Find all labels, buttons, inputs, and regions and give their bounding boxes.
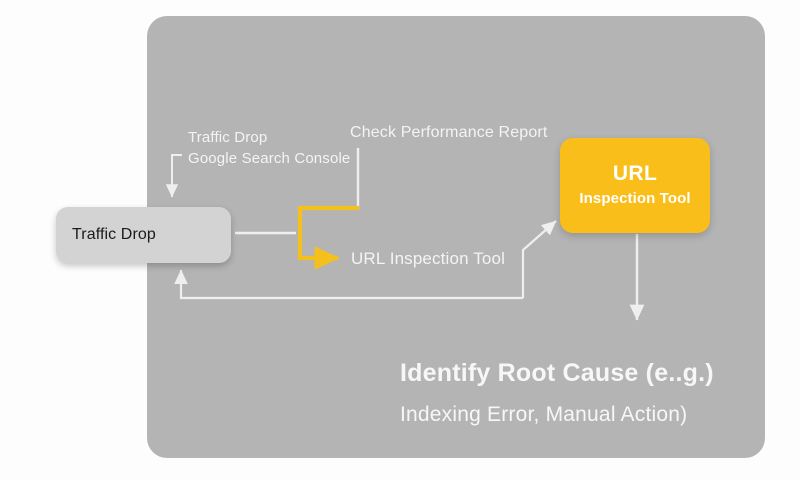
outcome-detail: Indexing Error, Manual Action) bbox=[400, 403, 688, 426]
outcome-title: Identify Root Cause (e..g.) bbox=[400, 359, 714, 387]
connector-traffic-drop-note bbox=[165, 154, 182, 198]
label-google-search-console: Google Search Console bbox=[188, 150, 351, 167]
label-url-inspection-tool-step: URL Inspection Tool bbox=[351, 249, 506, 268]
node-url-inspection-tool-subtitle: Inspection Tool bbox=[579, 190, 691, 208]
label-traffic-drop-note: Traffic Drop bbox=[188, 129, 268, 146]
node-traffic-drop-label: Traffic Drop bbox=[72, 226, 156, 243]
label-check-performance-report: Check Performance Report bbox=[350, 124, 548, 141]
connector-feedback-loop bbox=[174, 269, 523, 300]
node-traffic-drop[interactable]: Traffic Drop bbox=[56, 207, 231, 263]
node-url-inspection-tool-title: URL bbox=[612, 162, 658, 186]
node-url-inspection-tool[interactable]: URL Inspection Tool bbox=[560, 138, 710, 233]
connector-step-to-url-node bbox=[521, 220, 557, 298]
diagram-panel bbox=[147, 16, 765, 458]
connector-yellow-branch bbox=[297, 205, 359, 270]
